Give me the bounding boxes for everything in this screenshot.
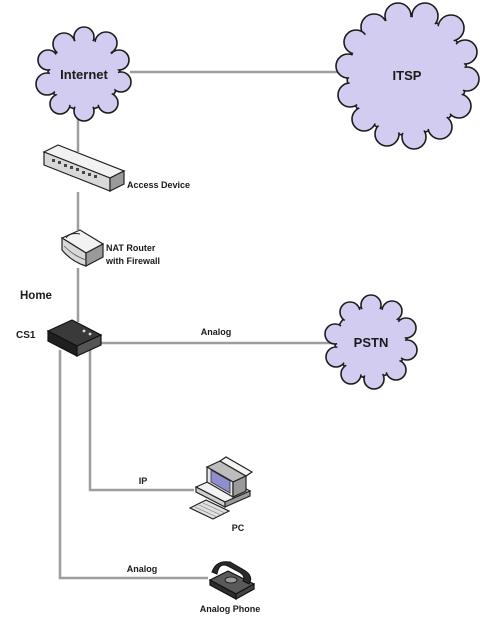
pc-label: PC bbox=[232, 523, 245, 533]
itsp-label: ITSP bbox=[393, 68, 422, 83]
itsp-cloud: ITSP bbox=[335, 2, 480, 150]
link-pstn-label: Analog bbox=[201, 327, 232, 337]
analog-phone: Analog Phone bbox=[200, 561, 261, 614]
link-pc-label: IP bbox=[139, 476, 148, 486]
router-icon bbox=[60, 229, 105, 267]
home-label: Home bbox=[20, 290, 52, 302]
access-device-icon bbox=[42, 144, 126, 192]
link-cs1-pc bbox=[88, 350, 194, 492]
pc-device: PC bbox=[188, 456, 254, 533]
analog-phone-label: Analog Phone bbox=[200, 604, 261, 614]
link-cs1-phone bbox=[58, 350, 208, 580]
access-device-label: Access Device bbox=[127, 180, 190, 190]
nat-router: NAT Router with Firewall bbox=[60, 229, 160, 267]
gateway-icon bbox=[46, 319, 103, 357]
connection-lines bbox=[58, 70, 350, 580]
cs1-label: CS1 bbox=[16, 330, 36, 341]
cs1-device: CS1 bbox=[16, 319, 103, 357]
link-phone-label: Analog bbox=[127, 564, 158, 574]
pc-icon bbox=[188, 456, 254, 520]
internet-label: Internet bbox=[60, 67, 108, 82]
pstn-label: PSTN bbox=[354, 335, 389, 350]
nat-router-label-line2: with Firewall bbox=[105, 256, 160, 266]
internet-cloud: Internet bbox=[35, 26, 132, 122]
phone-icon bbox=[208, 561, 256, 601]
nat-router-label-line1: NAT Router bbox=[106, 243, 156, 253]
access-device: Access Device bbox=[42, 144, 190, 192]
pstn-cloud: PSTN bbox=[324, 294, 418, 390]
